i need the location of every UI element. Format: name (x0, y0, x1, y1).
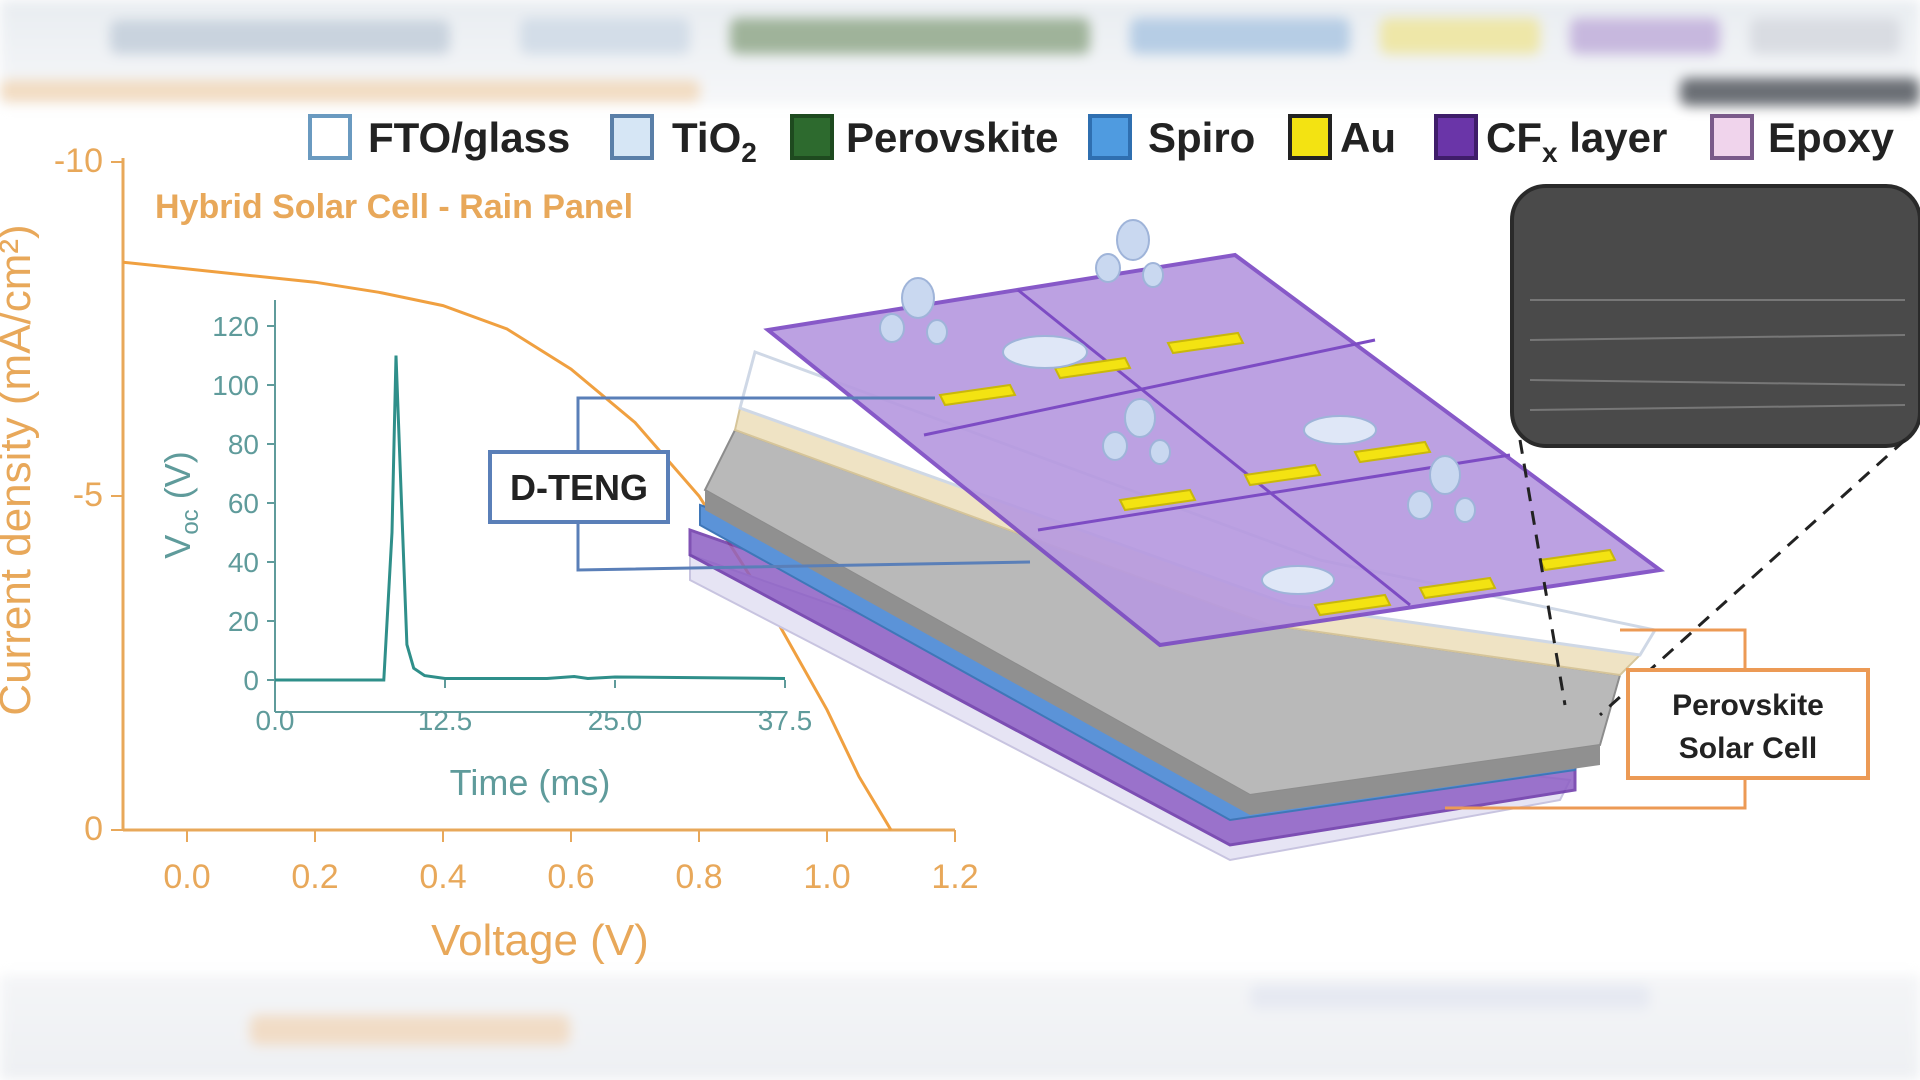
droplet-icon (1454, 497, 1476, 523)
droplet-icon (1124, 398, 1156, 438)
inset-y-tick-label: 100 (212, 370, 259, 401)
legend-label-perovskite: Perovskite (846, 114, 1058, 161)
au-electrodes (938, 331, 1617, 617)
inset-y-tick-label: 60 (228, 488, 259, 519)
inset-y-axis-title-tail: (V) (157, 451, 198, 509)
inset-y-tick-label: 40 (228, 547, 259, 578)
main-y-axis-title: Current density (mA/cm²) (0, 224, 40, 715)
perovskite-callout-label-line1: Perovskite (1672, 689, 1824, 722)
droplet-icon (1407, 490, 1433, 520)
droplet-icon (926, 319, 948, 345)
legend-swatch-fto (308, 114, 352, 160)
inset-chart: 0 20 40 60 80 100 120 0.0 12.5 25.0 37.5 Time (ms… (157, 300, 812, 803)
main-x-tick-label: 0.2 (291, 858, 338, 896)
main-y-tick-label: -10 (54, 142, 103, 180)
droplet-icon (1102, 431, 1128, 461)
legend-swatch-cfx (1434, 114, 1478, 160)
legend-label-au: Au (1340, 114, 1396, 161)
droplet-icon (1116, 219, 1150, 261)
main-x-tick-label: 1.2 (931, 858, 978, 896)
main-x-tick-label: 0.6 (547, 858, 594, 896)
legend-swatch-perovskite (790, 114, 834, 160)
legend-label-fto: FTO/glass (368, 114, 570, 161)
perovskite-callout-box (1626, 668, 1870, 780)
top-cfx-panel (763, 252, 1666, 648)
legend-swatch-tio2 (610, 114, 654, 160)
legend-label-cfx-tail: layer (1558, 114, 1668, 161)
legend: FTO/glass TiO2 Perovskite Spiro Au CFx l… (308, 114, 1895, 168)
legend-label-cfx: CFx layer (1486, 114, 1667, 168)
main-y-tick-label: -5 (73, 476, 103, 514)
droplet-icon (879, 313, 905, 343)
main-chart-title: Hybrid Solar Cell - Rain Panel (155, 188, 633, 226)
inset-y-axis-title-main: V (157, 535, 198, 559)
inset-x-tick-label: 12.5 (418, 705, 473, 736)
legend-label-tio2-sub: 2 (741, 137, 757, 168)
device-illustration (688, 184, 1920, 862)
perovskite-callout-label-line2: Solar Cell (1679, 732, 1817, 765)
main-x-tick-label: 0.0 (163, 858, 210, 896)
main-x-tick-label: 0.8 (675, 858, 722, 896)
zoom-dashed-line-left (1518, 439, 1567, 706)
main-x-tick-label: 1.0 (803, 858, 850, 896)
water-droplets (879, 219, 1476, 595)
dteng-callout-label: D-TENG (510, 467, 648, 508)
droplet-icon (1149, 439, 1171, 465)
main-x-tick-label: 0.4 (419, 858, 466, 896)
splash-icon (1002, 335, 1088, 369)
inset-voc-curve (275, 355, 786, 682)
inset-x-tick-label: 37.5 (758, 705, 813, 736)
legend-swatch-epoxy (1710, 114, 1754, 160)
callouts: D-TENG Perovskite Solar Cell (488, 396, 1870, 810)
main-jv-curve (122, 260, 893, 831)
legend-label-tio2: TiO2 (672, 114, 757, 168)
inset-x-axis-title: Time (ms) (450, 762, 611, 803)
inset-y-tick-label: 80 (228, 429, 259, 460)
splash-icon (1261, 565, 1335, 595)
droplet-icon (901, 277, 935, 319)
droplet-icon (1095, 253, 1121, 283)
legend-label-cfx-sub: x (1542, 137, 1558, 168)
inset-x-tick-label: 25.0 (588, 705, 643, 736)
splash-icon (1303, 415, 1377, 445)
legend-label-spiro: Spiro (1148, 114, 1255, 161)
blurred-bottom-band (0, 975, 1920, 1080)
main-x-axis-title: Voltage (V) (431, 916, 649, 965)
inset-y-tick-label: 120 (212, 311, 259, 342)
sem-texture (1529, 299, 1906, 411)
main-y-tick-label: 0 (84, 810, 103, 848)
inset-y-axis-title-sub: oc (177, 509, 204, 534)
inset-x-tick-label: 0.0 (256, 705, 295, 736)
inset-y-tick-label: 20 (228, 606, 259, 637)
inset-y-tick-label: 0 (243, 665, 259, 696)
legend-label-epoxy: Epoxy (1768, 114, 1895, 161)
main-chart: -10 -5 0 0.0 0.2 0.4 0.6 0.8 1.0 1.2 Hybrid Sola… (0, 142, 979, 965)
perovskite-block-front (705, 490, 1600, 815)
legend-label-cfx-main: CF (1486, 114, 1542, 161)
droplet-icon (1429, 455, 1461, 495)
blurred-top-band (0, 0, 1920, 106)
legend-swatch-spiro (1088, 114, 1132, 160)
legend-label-tio2-main: TiO (672, 114, 741, 161)
legend-swatch-au (1288, 114, 1332, 160)
inset-y-axis-title: Voc (V) (157, 451, 204, 558)
droplet-icon (1142, 262, 1164, 288)
dteng-callout-box (488, 450, 670, 524)
